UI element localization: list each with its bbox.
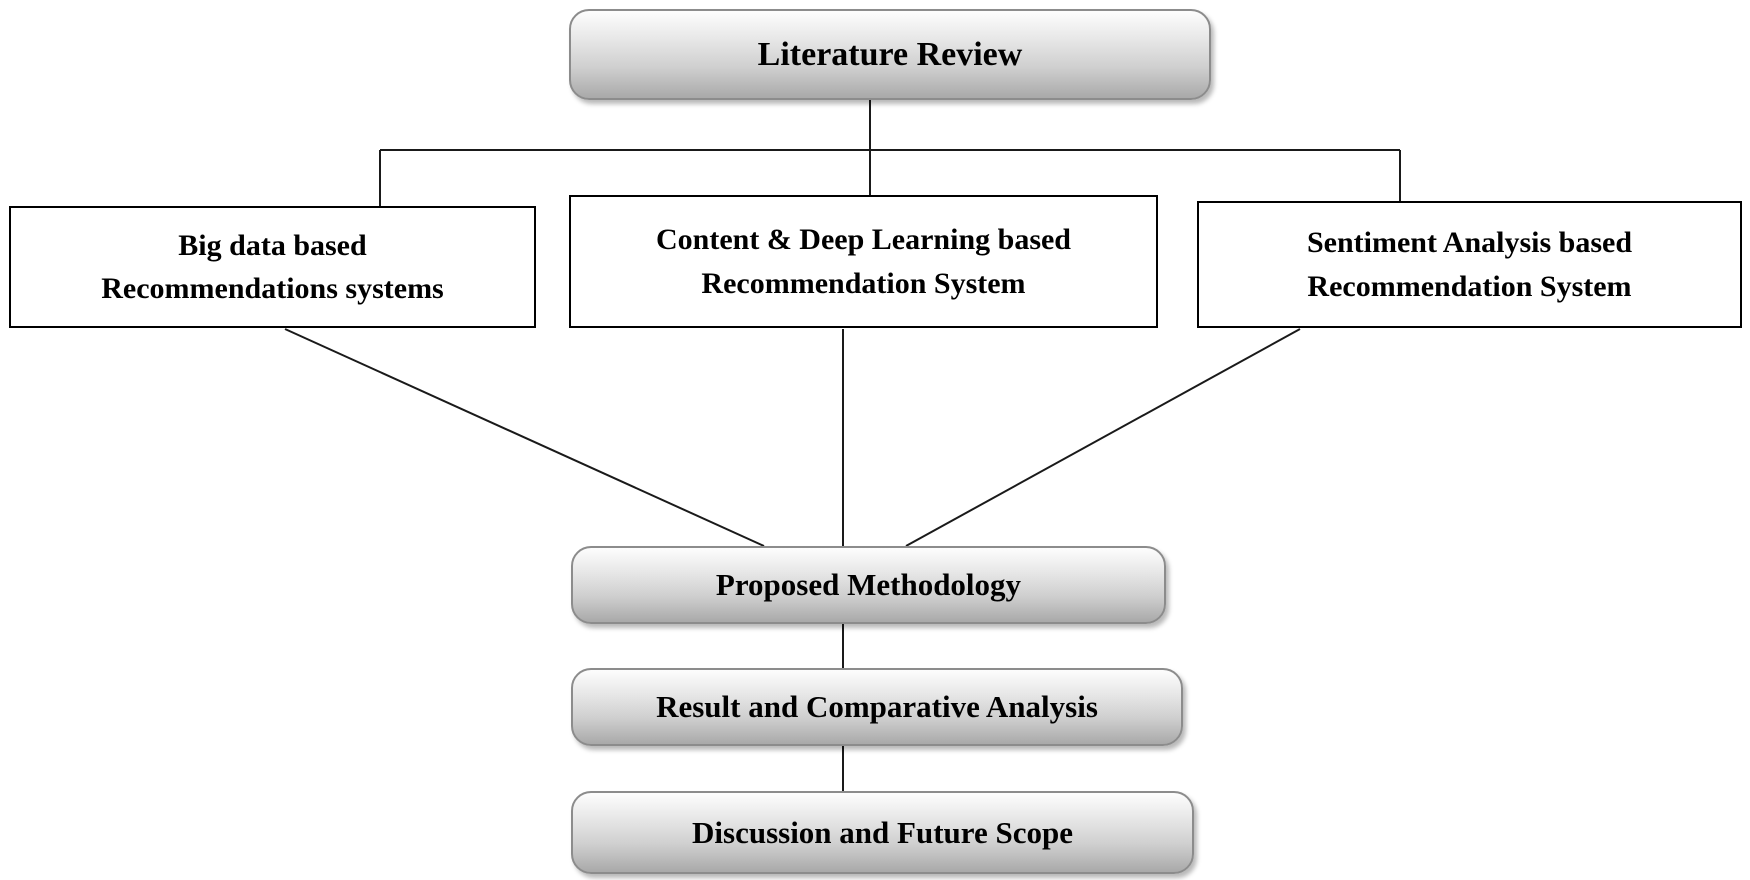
connector-sentiment-to-proposed: [905, 328, 1301, 547]
proposed-methodology-label: Proposed Methodology: [715, 567, 1022, 602]
content-deep-label-line1: Content & Deep Learning based: [655, 223, 1071, 256]
result-comparative-analysis-node: Result and Comparative Analysis: [571, 668, 1183, 746]
big-data-label-line1: Big data based: [178, 228, 367, 262]
discussion-label: Discussion and Future Scope: [692, 814, 1073, 850]
sentiment-analysis-node: Sentiment Analysis based Recommendation …: [1197, 201, 1742, 328]
content-deep-label-line2: Recommendation System: [701, 266, 1026, 300]
proposed-methodology-node: Proposed Methodology: [571, 546, 1166, 624]
literature-review-node: Literature Review: [569, 9, 1211, 100]
result-label: Result and Comparative Analysis: [656, 689, 1098, 724]
sentiment-label-line2: Recommendation System: [1307, 269, 1632, 303]
sentiment-label-line1: Sentiment Analysis based: [1306, 226, 1633, 259]
big-data-label-line2: Recommendations systems: [101, 272, 444, 305]
connector-bigdata-to-proposed: [284, 328, 765, 547]
big-data-recommendations-node: Big data based Recommendations systems: [9, 206, 536, 328]
discussion-future-scope-node: Discussion and Future Scope: [571, 791, 1194, 874]
literature-review-label: Literature Review: [757, 35, 1023, 73]
content-deep-learning-node: Content & Deep Learning based Recommenda…: [569, 195, 1158, 328]
